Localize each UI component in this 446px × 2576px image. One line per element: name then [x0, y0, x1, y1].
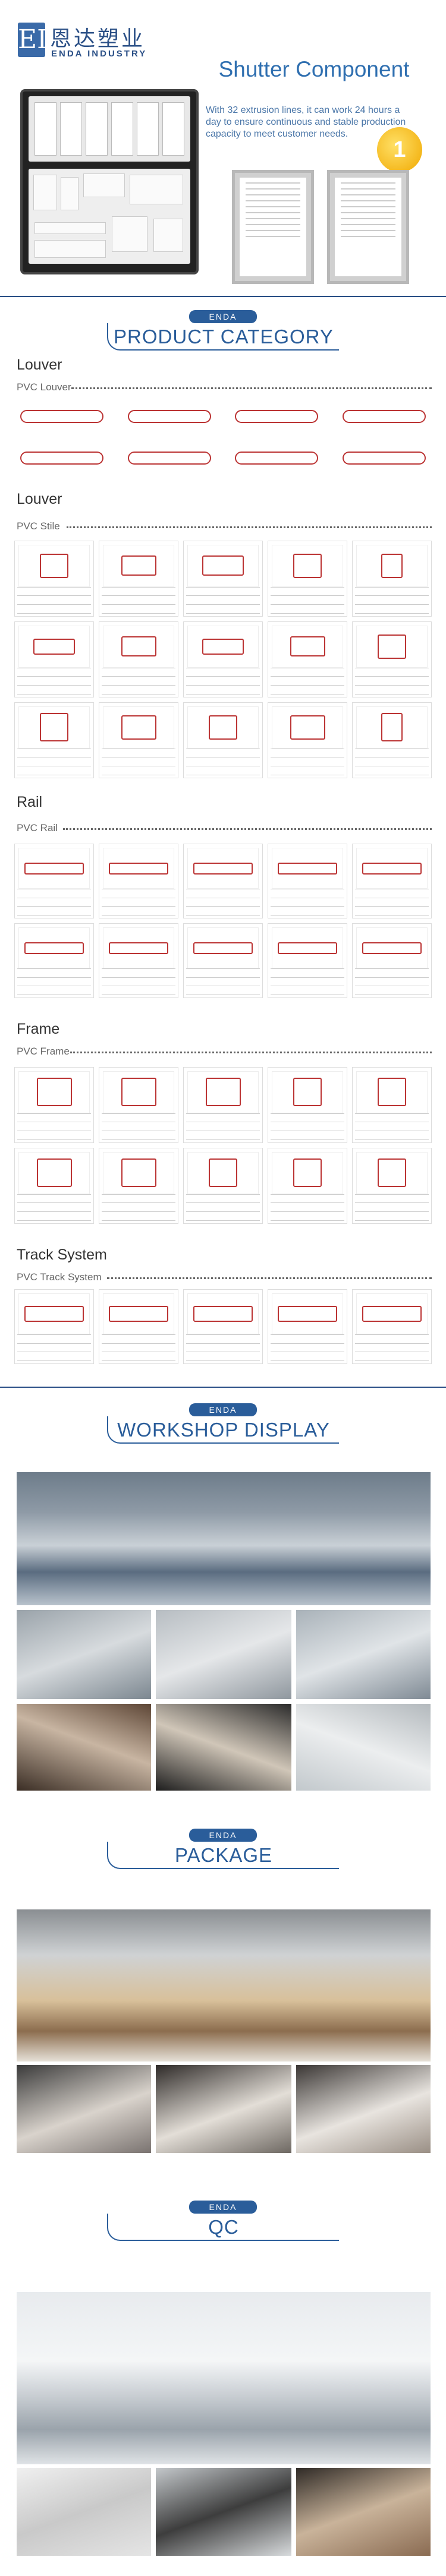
category-subtitle: PVC Track System: [17, 1271, 102, 1283]
logo-mark: ED: [18, 23, 58, 57]
package-photo: [296, 2065, 431, 2153]
sample-case-image: [20, 89, 199, 274]
louver-drawings-row: [14, 443, 432, 475]
qc-photo: [17, 2468, 151, 2556]
category-subtitle: PVC Stile: [17, 520, 60, 532]
bulb-icon: 1: [377, 127, 422, 172]
qc-photo: [156, 2468, 291, 2556]
category-subtitle: PVC Rail: [17, 822, 58, 834]
banner-title: PRODUCT CATEGORY: [107, 323, 339, 351]
workshop-photo: [17, 1704, 151, 1791]
banner-tag: ENDA: [189, 1829, 257, 1842]
dotted-rule: [63, 828, 432, 830]
dotted-rule: [71, 387, 432, 389]
divider: [0, 296, 446, 297]
banner-title: PACKAGE: [107, 1842, 339, 1869]
category-title: Rail: [17, 794, 43, 810]
category-subtitle: PVC Frame: [17, 1046, 70, 1057]
qc-photo: [296, 2468, 431, 2556]
category-subtitle: PVC Louver: [17, 381, 71, 393]
header: ED 恩达塑业 ENDA INDUSTRY Shutter Component …: [0, 0, 446, 297]
banner-tag: ENDA: [189, 1403, 257, 1416]
category-title: Louver: [17, 356, 62, 373]
section-banner-workshop: ENDA WORKSHOP DISPLAY: [0, 1403, 446, 1460]
section-banner-package: ENDA PACKAGE: [0, 1829, 446, 1886]
page-subtitle: With 32 extrusion lines, it can work 24 …: [206, 105, 406, 139]
brand-name-cn: 恩达塑业: [50, 27, 146, 51]
workshop-photo-wide: [17, 1472, 431, 1605]
workshop-photo: [17, 1610, 151, 1699]
package-photo: [17, 2065, 151, 2153]
workshop-photo: [156, 1610, 291, 1699]
certificate-image: [327, 170, 409, 284]
dotted-rule: [107, 1277, 432, 1279]
frame-drawings-grid: [14, 1067, 432, 1224]
dotted-rule: [70, 1052, 432, 1053]
banner-title: QC: [107, 2214, 339, 2241]
category-title: Louver: [17, 491, 62, 507]
page-title: Shutter Component: [218, 57, 410, 81]
louver-drawings-row: [14, 402, 432, 434]
category-title: Track System: [17, 1246, 107, 1263]
section-banner-product-category: ENDA PRODUCT CATEGORY: [0, 310, 446, 367]
divider: [0, 1387, 446, 1388]
package-photo-wide: [17, 1909, 431, 2062]
workshop-photo: [296, 1610, 431, 1699]
banner-tag: ENDA: [189, 310, 257, 323]
workshop-photo: [156, 1704, 291, 1791]
certificate-image: [232, 170, 314, 284]
rail-drawings-grid: [14, 844, 432, 998]
dotted-rule: [67, 526, 432, 528]
section-banner-qc: ENDA QC: [0, 2201, 446, 2258]
banner-title: WORKSHOP DISPLAY: [107, 1416, 339, 1444]
brand-name-en: ENDA INDUSTRY: [51, 49, 147, 59]
package-photo: [156, 2065, 291, 2153]
workshop-photo: [296, 1704, 431, 1791]
track-drawings-grid: [14, 1289, 432, 1364]
qc-photo-wide: [17, 2292, 431, 2464]
category-title: Frame: [17, 1021, 60, 1037]
banner-tag: ENDA: [189, 2201, 257, 2214]
stile-drawings-grid: [14, 541, 432, 778]
